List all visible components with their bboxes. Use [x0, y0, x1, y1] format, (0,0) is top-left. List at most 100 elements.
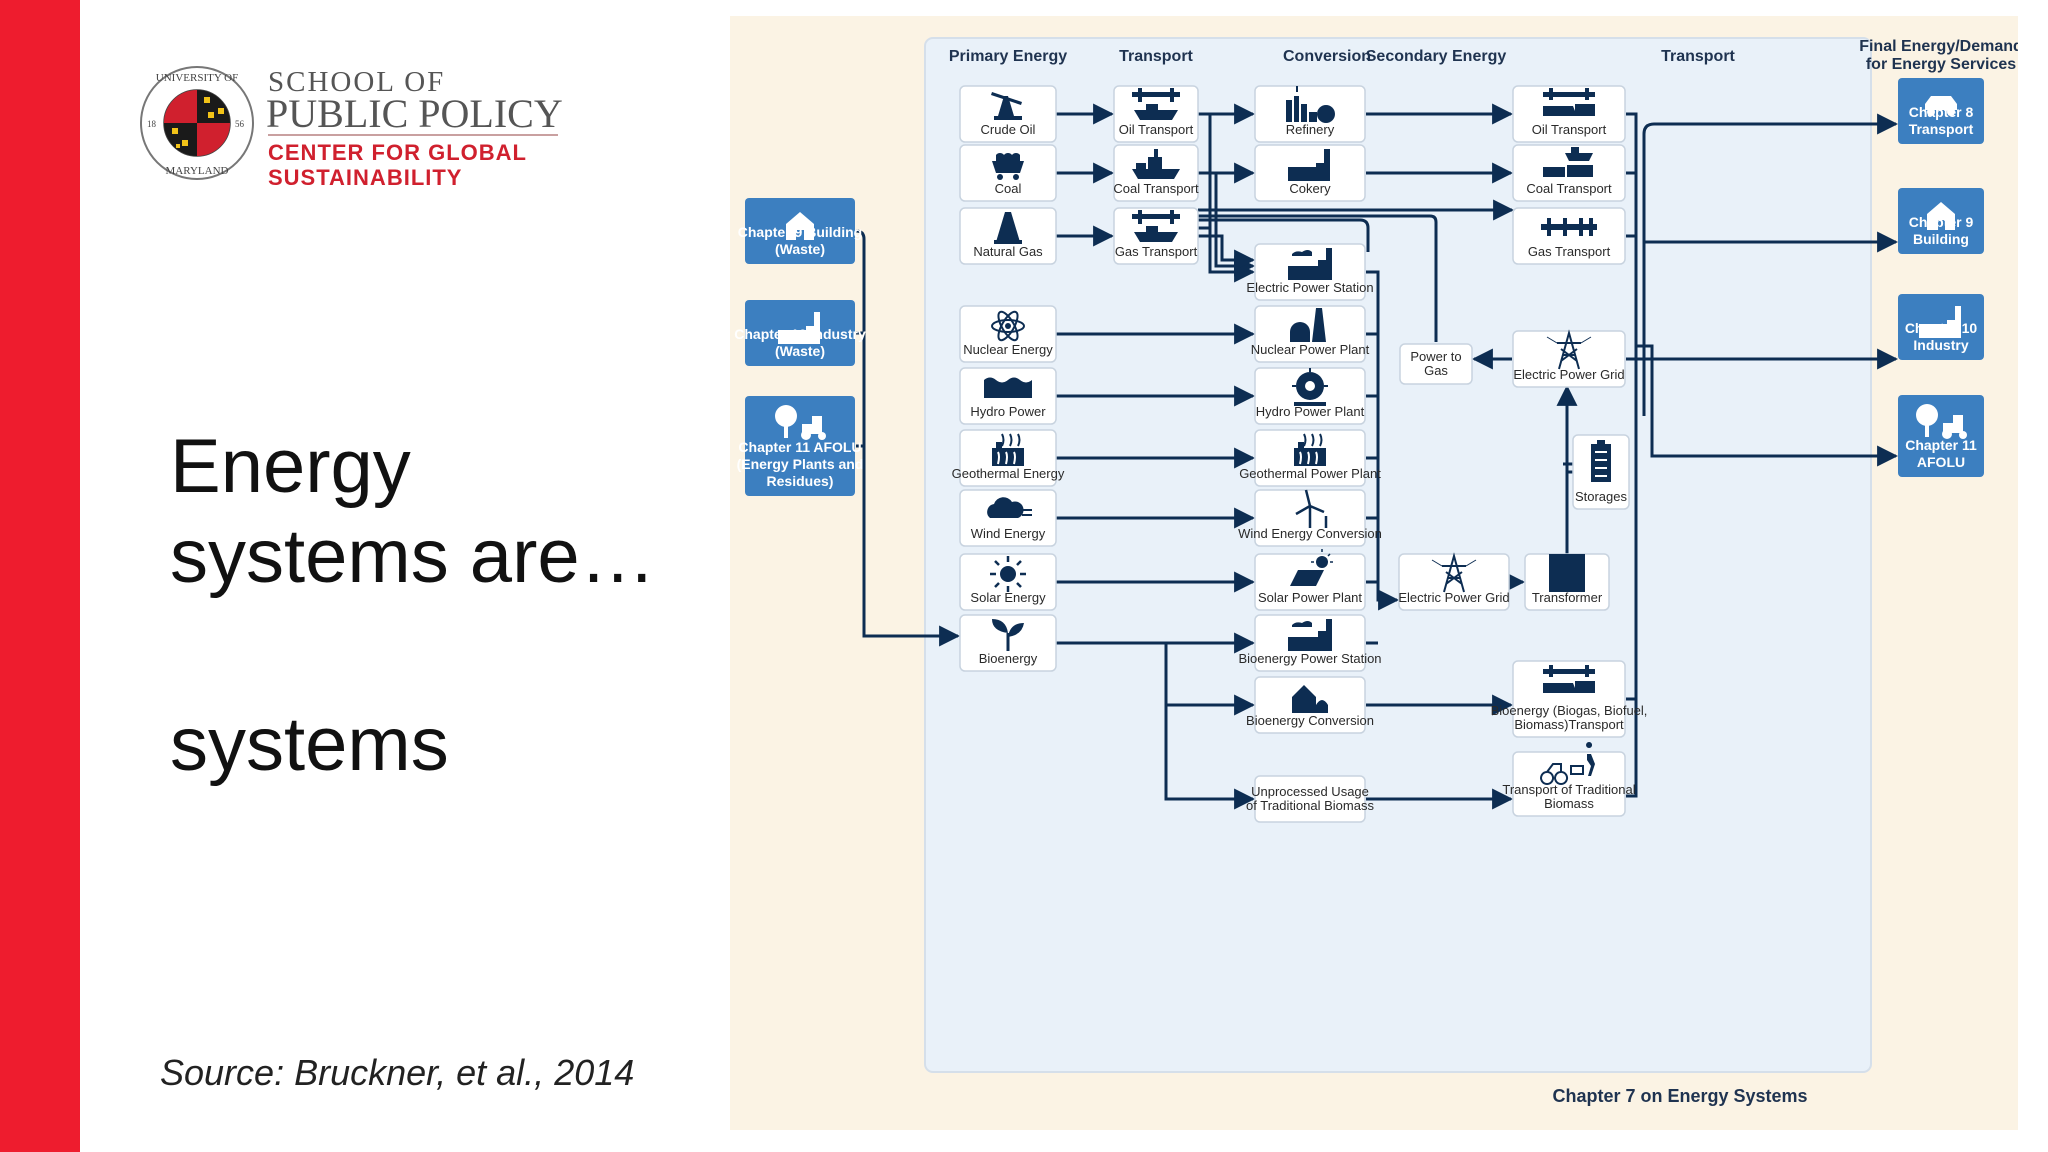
svg-text:18: 18	[147, 119, 157, 129]
node-coal-transport2: Coal Transport	[1512, 144, 1626, 202]
header-transport-2: Transport	[1661, 48, 1735, 65]
pylon-icon	[1431, 552, 1477, 593]
node-label: Nuclear Energy	[963, 342, 1053, 357]
logo-public-policy: PUBLIC POLICY	[266, 91, 563, 136]
chapter-label: Chapter 11	[1905, 437, 1977, 453]
cloud-wind-icon	[987, 497, 1032, 518]
chapter-label: Chapter 9	[1909, 214, 1974, 230]
house-icon	[1927, 202, 1955, 230]
node-solar-plant: Solar Power Plant	[1254, 549, 1366, 611]
geothermal-icon	[1294, 433, 1326, 466]
node-label: Gas	[1424, 363, 1448, 378]
gas-rig-icon	[994, 212, 1022, 244]
node-nuclear: Nuclear Energy	[959, 305, 1057, 363]
header-transport-1: Transport	[1119, 48, 1193, 65]
node-gas-transport: Gas Transport	[1113, 207, 1199, 265]
node-label: Nuclear Power Plant	[1251, 342, 1370, 357]
node-oil-transport: Oil Transport	[1113, 85, 1199, 143]
chapter-label: (Waste)	[775, 343, 825, 359]
node-label: Wind Energy Conversion	[1238, 526, 1382, 541]
node-label: Storages	[1575, 489, 1628, 504]
node-wind: Wind Energy	[959, 489, 1057, 547]
chapter-label: Chapter 9 Building	[738, 224, 862, 240]
node-label: Unprocessed Usage	[1251, 784, 1369, 799]
chapter-label: (Waste)	[775, 241, 825, 257]
node-label: Oil Transport	[1532, 122, 1607, 137]
logo-divider	[268, 134, 558, 136]
flow-connector	[855, 229, 961, 647]
train-ship-icon	[1543, 147, 1593, 177]
pipeline-truck-icon	[1543, 665, 1595, 693]
oil-pump-icon	[991, 92, 1022, 120]
node-label: Transformer	[1532, 590, 1603, 605]
node-label: Wind Energy	[971, 526, 1046, 541]
svg-text:56: 56	[235, 119, 245, 129]
battery-icon	[1591, 440, 1611, 482]
svg-text:MARYLAND: MARYLAND	[166, 165, 229, 177]
source-citation: Source: Bruckner, et al., 2014	[160, 1052, 635, 1093]
header-final-energy-2: for Energy Services	[1866, 56, 2016, 73]
sun-icon	[990, 556, 1026, 592]
factory-icon	[1919, 306, 1961, 338]
chapter-label: Transport	[1909, 121, 1974, 137]
barn-icon	[1292, 685, 1328, 713]
house-icon	[786, 212, 814, 240]
chapter-ch11-left: Chapter 11 AFOLU(Energy Plants andResidu…	[737, 396, 864, 496]
node-bio-conversion: Bioenergy Conversion	[1246, 676, 1374, 734]
pipeline-ship-icon	[1132, 88, 1180, 120]
node-label: Bioenergy (Biogas, Biofuel,	[1491, 703, 1648, 718]
node-label: Hydro Power	[970, 404, 1046, 419]
pipeline-ship-icon	[1132, 210, 1180, 242]
node-label: Electric Power Grid	[1513, 367, 1624, 382]
node-label: Gas Transport	[1528, 244, 1611, 259]
diagram-footer: Chapter 7 on Energy Systems	[1552, 1086, 1807, 1106]
car-icon	[1925, 96, 1957, 116]
node-transformer: Transformer	[1524, 553, 1610, 611]
node-label: Bioenergy Conversion	[1246, 713, 1374, 728]
node-label: Natural Gas	[973, 244, 1043, 259]
header-secondary-energy: Secondary Energy	[1366, 48, 1507, 65]
flow-connector	[1198, 218, 1370, 252]
node-label: Bioenergy Power Station	[1238, 651, 1381, 666]
tree-tractor-icon	[775, 405, 826, 440]
water-icon	[984, 377, 1032, 398]
pipeline-truck-icon	[1543, 88, 1595, 116]
wind-turbine-icon	[1295, 489, 1328, 528]
node-label: Cokery	[1289, 181, 1331, 196]
chapter-label: (Energy Plants and	[737, 456, 864, 472]
node-solar: Solar Energy	[959, 553, 1057, 611]
flow-connector	[1626, 112, 1638, 798]
node-nuclear-plant: Nuclear Power Plant	[1251, 305, 1370, 363]
factory-icon	[778, 312, 820, 344]
node-label: Solar Power Plant	[1258, 590, 1362, 605]
chapter-label: Building	[1913, 231, 1969, 247]
chapter-label: AFOLU	[1917, 454, 1965, 470]
node-hydro: Hydro Power	[959, 367, 1057, 425]
header-primary-energy: Primary Energy	[949, 48, 1067, 65]
node-geothermal: Geothermal Energy	[952, 429, 1065, 487]
node-bio-station: Bioenergy Power Station	[1238, 614, 1382, 672]
node-bioenergy: Bioenergy	[959, 614, 1057, 672]
node-geothermal-plant: Geothermal Power Plant	[1239, 429, 1381, 487]
slide-title-line-2: systems are…	[170, 514, 656, 599]
node-label: Coal Transport	[1526, 181, 1612, 196]
node-label: of Traditional Biomass	[1246, 798, 1374, 813]
node-label: Geothermal Energy	[952, 466, 1065, 481]
node-coal-transport: Coal Transport	[1113, 144, 1199, 202]
flow-connector	[1644, 344, 1899, 467]
node-label: Refinery	[1286, 122, 1335, 137]
slide-title-line-3: systems	[170, 702, 449, 787]
flow-connector	[1366, 270, 1400, 611]
chapter-label: Chapter 10 Industry	[734, 326, 866, 342]
node-grid-top: Electric Power Grid	[1512, 329, 1626, 388]
slide-title-line-1: Energy	[170, 424, 411, 509]
node-hydro-plant: Hydro Power Plant	[1254, 367, 1366, 425]
pipeline-icon	[1541, 218, 1597, 236]
ship-icon	[1132, 149, 1180, 179]
node-label: Oil Transport	[1119, 122, 1194, 137]
flow-connector	[1164, 643, 1256, 810]
